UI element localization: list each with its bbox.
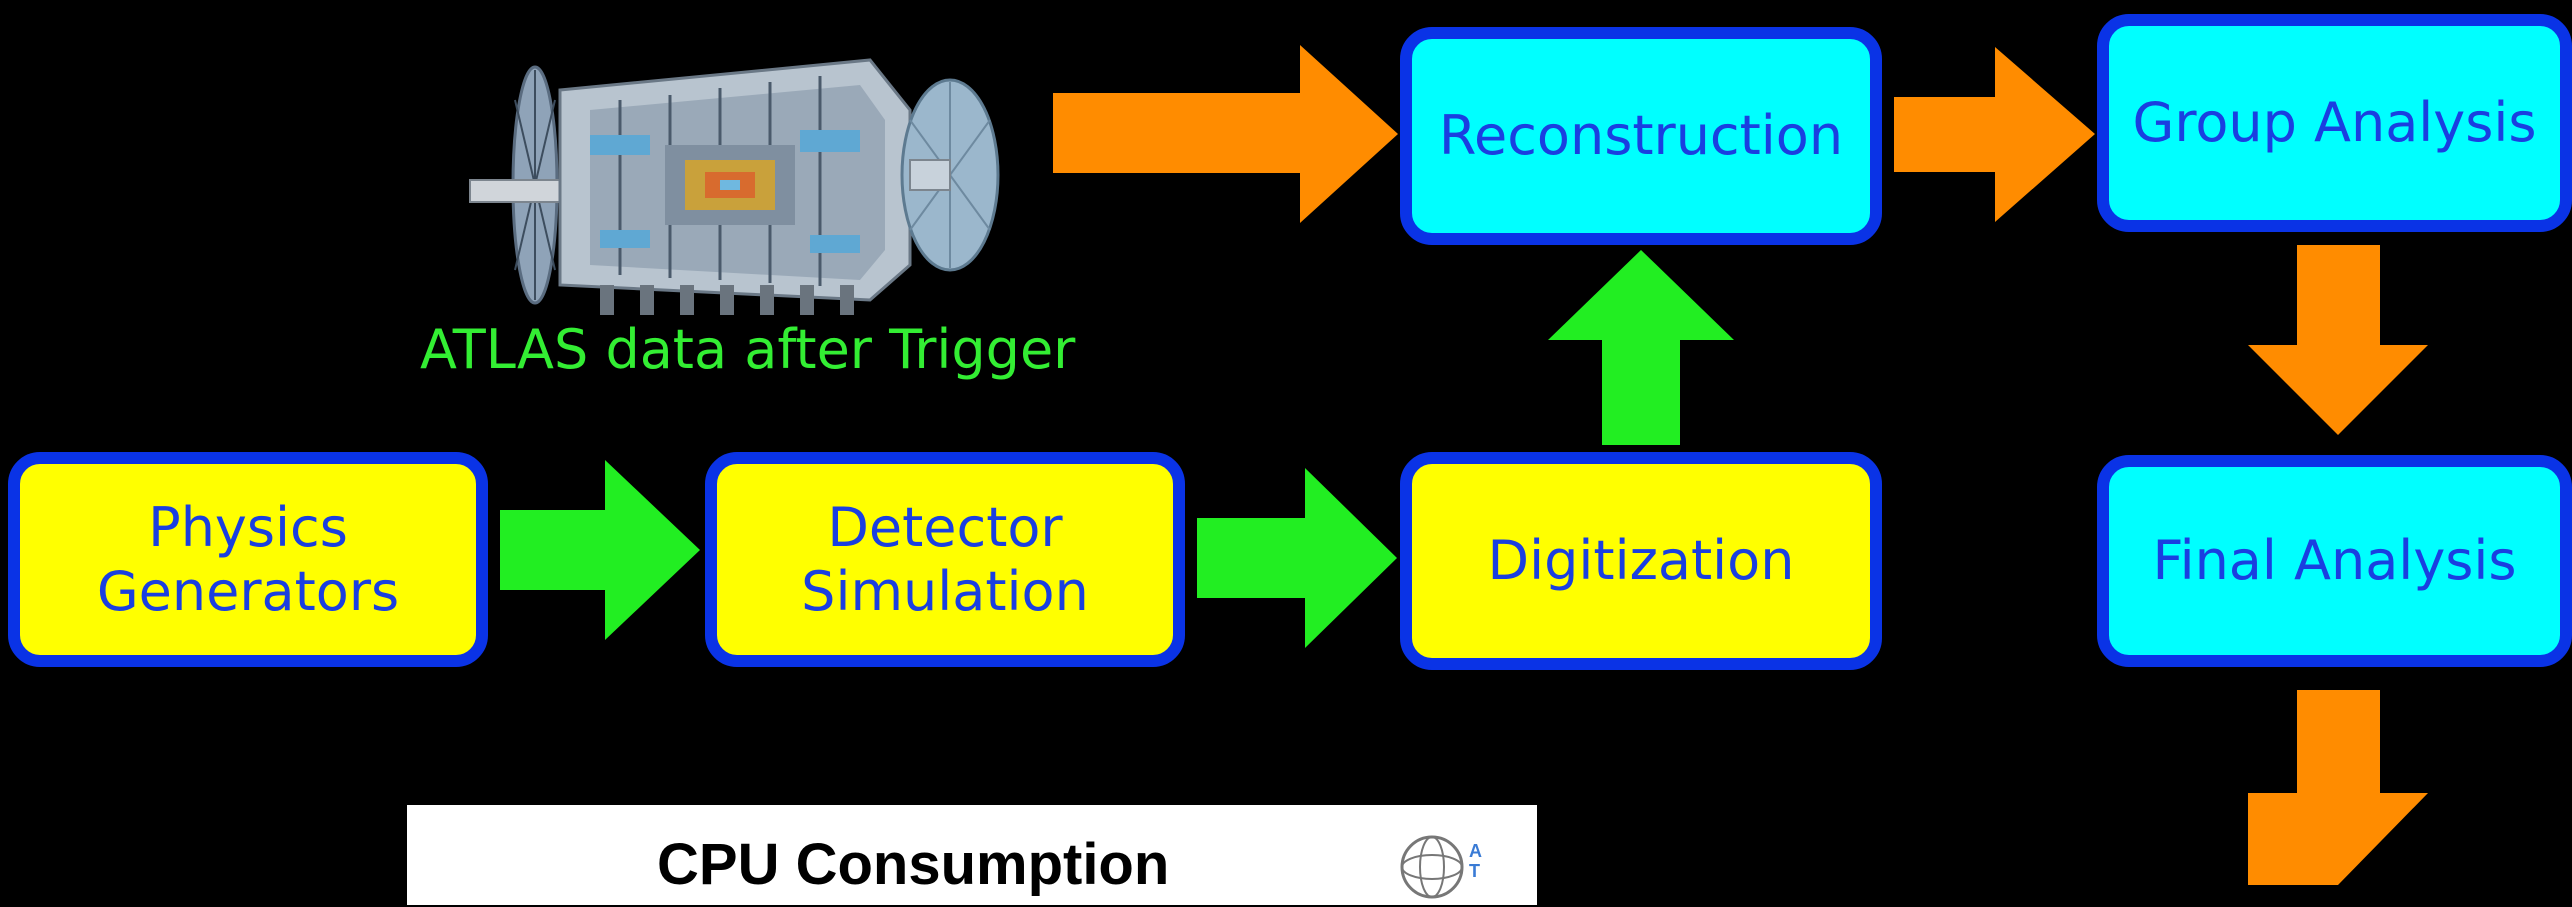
node-label: Group Analysis <box>2132 91 2537 155</box>
arrow-simulation-to-digitization <box>1197 468 1397 648</box>
node-detector-simulation: Detector Simulation <box>705 452 1185 667</box>
flow-arrows <box>500 45 2428 885</box>
cpu-consumption-panel: CPU Consumption A T <box>407 805 1537 905</box>
arrow-group-to-final-analysis <box>2248 245 2428 435</box>
cpu-consumption-title: CPU Consumption <box>657 832 1170 897</box>
logo-letter-a: A <box>1469 841 1482 861</box>
node-final-analysis: Final Analysis <box>2097 455 2572 667</box>
arrow-detector-to-reconstruction <box>1053 45 1398 223</box>
atlas-data-caption: ATLAS data after Trigger <box>420 318 1076 381</box>
atlas-globe-logo-icon: A T <box>1400 835 1482 899</box>
node-reconstruction: Reconstruction <box>1400 27 1882 245</box>
node-digitization: Digitization <box>1400 452 1882 670</box>
logo-letter-t: T <box>1469 861 1480 881</box>
arrow-final-analysis-down <box>2248 690 2428 885</box>
arrow-digitization-to-reconstruction <box>1548 250 1734 445</box>
node-label: Reconstruction <box>1438 104 1844 168</box>
atlas-detector-illustration <box>469 58 1000 315</box>
node-label-line-1: Detector <box>827 495 1063 559</box>
node-group-analysis: Group Analysis <box>2097 14 2572 232</box>
node-label: Final Analysis <box>2152 529 2517 593</box>
arrow-reconstruction-to-group-analysis <box>1894 47 2095 222</box>
node-label-line-2: Generators <box>96 559 400 623</box>
node-physics-generators: Physics Generators <box>8 452 488 667</box>
node-label-line-1: Physics <box>148 495 348 559</box>
node-label: Digitization <box>1487 529 1795 593</box>
node-label-line-2: Simulation <box>801 559 1089 623</box>
arrow-generators-to-simulation <box>500 460 700 640</box>
